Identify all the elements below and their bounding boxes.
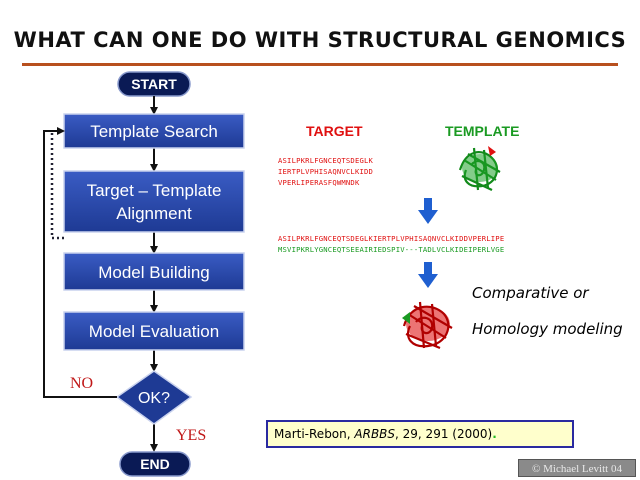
- decision-label: OK?: [138, 390, 170, 407]
- target-sequence-line-2: IERTPLVPHISAQNVCLKIDD: [278, 167, 374, 176]
- step-box-alignment: [63, 170, 245, 233]
- title-underline: [22, 63, 618, 66]
- target-heading: TARGET: [306, 123, 363, 139]
- decision-diamond: [115, 370, 193, 425]
- citation-dot: .: [492, 427, 497, 441]
- target-sequence-line-3: VPERLIPERASFQWMNDK: [278, 178, 360, 187]
- step-label-model-building: Model Building: [98, 263, 210, 282]
- result-line-1: Comparative or: [472, 284, 589, 302]
- step-box-model-building: [63, 252, 245, 291]
- step-label-template-search: Template Search: [90, 122, 218, 141]
- copyright-badge: © Michael Levitt 04: [518, 459, 636, 477]
- step-label-model-evaluation: Model Evaluation: [89, 322, 219, 341]
- alignment-target-line: ASILPKRLFGNCEQTSDEGLKIERTPLVPHISAQNVCLKI…: [278, 234, 505, 243]
- citation-journal: ARBBS: [354, 427, 396, 441]
- step-label-alignment-line1: Target – Template: [87, 181, 222, 200]
- step-box-template-search: [63, 113, 245, 149]
- citation-details: , 29, 291 (2000): [395, 427, 493, 441]
- yes-label: YES: [176, 427, 206, 444]
- dotted-feedback-line: [50, 131, 64, 240]
- no-label: NO: [70, 375, 93, 392]
- no-loop-line: [43, 127, 117, 398]
- model-structure-icon: [402, 301, 453, 350]
- step-box-model-evaluation: [63, 311, 245, 351]
- step-label-alignment-line2: Alignment: [116, 204, 192, 223]
- citation-box: Marti-Rebon, ARBBS, 29, 291 (2000).: [266, 420, 574, 448]
- alignment-template-line: MSVIPKRLYGNCEQTSEEAIRIEDSPIV---TADLVCLKI…: [278, 245, 505, 254]
- down-arrow-icon-2: [418, 262, 438, 288]
- template-structure-icon: [458, 146, 501, 191]
- down-arrow-icon-1: [418, 198, 438, 224]
- template-heading: TEMPLATE: [445, 123, 520, 139]
- result-line-2: Homology modeling: [472, 320, 623, 338]
- end-terminator: [119, 451, 191, 477]
- citation-authors: Marti-Rebon,: [274, 427, 355, 441]
- target-sequence-line-1: ASILPKRLFGNCEQTSDEGLK: [278, 156, 374, 165]
- start-label: START: [131, 76, 177, 92]
- slide-title: WHAT CAN ONE DO WITH STRUCTURAL GENOMICS: [13, 28, 627, 52]
- end-label: END: [140, 456, 170, 472]
